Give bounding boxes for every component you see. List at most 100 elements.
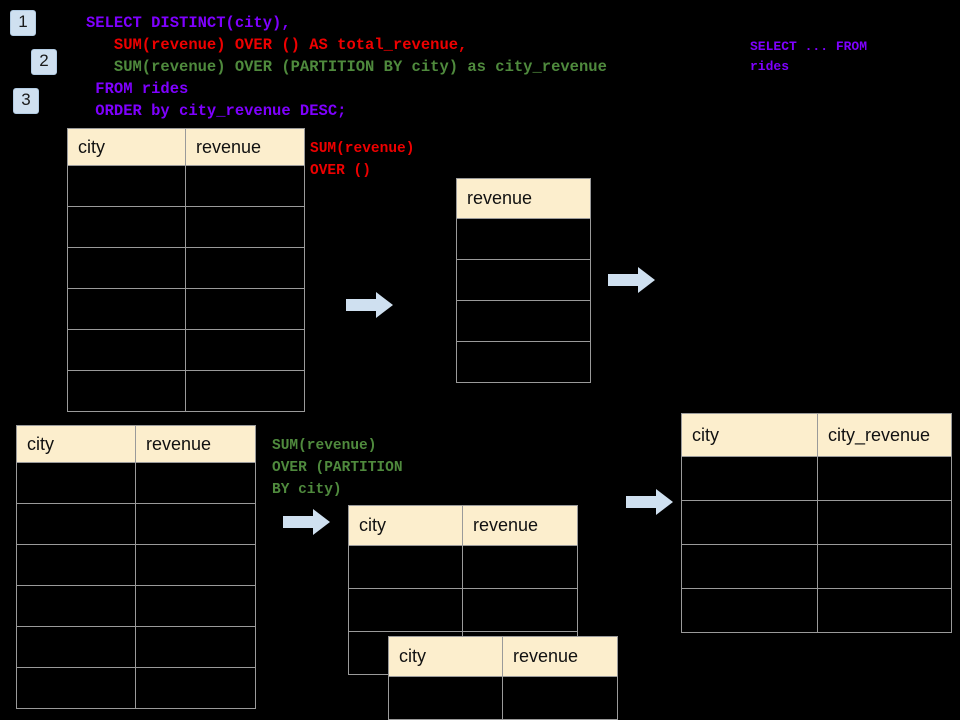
table-row (67, 165, 305, 207)
table-header-row: revenue (456, 178, 591, 219)
column-header-city: city (67, 128, 186, 166)
cell-city (16, 544, 136, 586)
rides-source-table-partitioned: city revenue (16, 425, 256, 709)
arrow-partition-to-result-icon (626, 489, 673, 515)
table-row (348, 545, 578, 589)
cell-city (681, 588, 818, 633)
table-header-row: city revenue (67, 128, 305, 166)
table-row (16, 667, 256, 709)
table-row (681, 588, 952, 633)
table-row (16, 462, 256, 504)
cell-city (16, 503, 136, 545)
cell-revenue (185, 247, 305, 289)
table-row (16, 503, 256, 545)
annotation-total-revenue: SUM(revenue) OVER () (310, 141, 415, 179)
table-row (681, 456, 952, 501)
sql-line-from: FROM rides (86, 80, 189, 98)
column-header-revenue: revenue (185, 128, 305, 166)
city-revenue-result-table: city city_revenue (681, 413, 952, 633)
cell-city (348, 545, 463, 589)
table-header-row: city revenue (16, 425, 256, 463)
cell-city (348, 588, 463, 632)
step-badge-2[interactable]: 2 (31, 49, 57, 75)
sql-line-city-revenue: SUM(revenue) OVER (PARTITION BY city) as… (86, 58, 607, 76)
cell-city (681, 500, 818, 545)
cell-revenue (185, 206, 305, 248)
arrow-total-to-result-icon (608, 267, 655, 293)
sql-line-total-revenue: SUM(revenue) OVER () AS total_revenue, (86, 36, 468, 54)
cell-city (67, 329, 186, 371)
cell-revenue (185, 370, 305, 412)
cell-revenue (456, 218, 591, 260)
column-header-city: city (16, 425, 136, 463)
total-revenue-table: revenue (456, 178, 591, 383)
cell-city (16, 462, 136, 504)
column-header-city: city (388, 636, 503, 677)
cell-revenue (135, 626, 256, 668)
column-header-revenue: revenue (135, 425, 256, 463)
table-row (16, 585, 256, 627)
cell-revenue (185, 165, 305, 207)
table-row (16, 626, 256, 668)
cell-revenue (135, 585, 256, 627)
cell-revenue (502, 676, 618, 720)
cell-city (16, 626, 136, 668)
column-header-revenue: revenue (502, 636, 618, 677)
cell-revenue (185, 288, 305, 330)
arrow-source-to-total-icon (346, 292, 393, 318)
cell-city (681, 456, 818, 501)
cell-revenue (185, 329, 305, 371)
table-row (67, 247, 305, 289)
arrow-source-to-partition-icon (283, 509, 330, 535)
table-row (67, 370, 305, 412)
sql-line-select-distinct: SELECT DISTINCT(city), (86, 14, 291, 32)
table-row (456, 218, 591, 260)
sql-line-order-by: ORDER by city_revenue DESC; (86, 102, 347, 120)
cell-city (67, 247, 186, 289)
step-badge-1[interactable]: 1 (10, 10, 36, 36)
cell-city-revenue (817, 588, 952, 633)
table-row (67, 329, 305, 371)
cell-city (67, 370, 186, 412)
column-header-city: city (348, 505, 463, 546)
cell-city (16, 667, 136, 709)
table-row (681, 500, 952, 545)
cell-city (388, 676, 503, 720)
table-row (348, 588, 578, 632)
cell-revenue (456, 341, 591, 383)
rides-source-table: city revenue (67, 128, 305, 412)
table-row (456, 300, 591, 342)
cell-city (681, 544, 818, 589)
step-badge-3[interactable]: 3 (13, 88, 39, 114)
cell-revenue (462, 545, 578, 589)
table-row (456, 341, 591, 383)
cell-revenue (135, 462, 256, 504)
column-header-city-revenue: city_revenue (817, 413, 952, 457)
cell-revenue (462, 588, 578, 632)
table-row (681, 544, 952, 589)
table-header-row: city city_revenue (681, 413, 952, 457)
partition-group-table-b: city revenue (388, 636, 618, 720)
annotation-source-select: SELECT ... FROM rides (750, 39, 868, 74)
cell-city-revenue (817, 544, 952, 589)
cell-city-revenue (817, 500, 952, 545)
table-row (67, 288, 305, 330)
cell-revenue (135, 544, 256, 586)
cell-revenue (135, 503, 256, 545)
cell-city-revenue (817, 456, 952, 501)
table-row (16, 544, 256, 586)
column-header-revenue: revenue (462, 505, 578, 546)
cell-city (67, 288, 186, 330)
cell-revenue (456, 300, 591, 342)
column-header-city: city (681, 413, 818, 457)
cell-revenue (456, 259, 591, 301)
column-header-revenue: revenue (456, 178, 591, 219)
annotation-partition-by-city: SUM(revenue) OVER (PARTITION BY city) (272, 438, 403, 498)
table-header-row: city revenue (348, 505, 578, 546)
cell-city (16, 585, 136, 627)
table-row (456, 259, 591, 301)
table-row (67, 206, 305, 248)
table-row (388, 676, 618, 720)
cell-city (67, 206, 186, 248)
